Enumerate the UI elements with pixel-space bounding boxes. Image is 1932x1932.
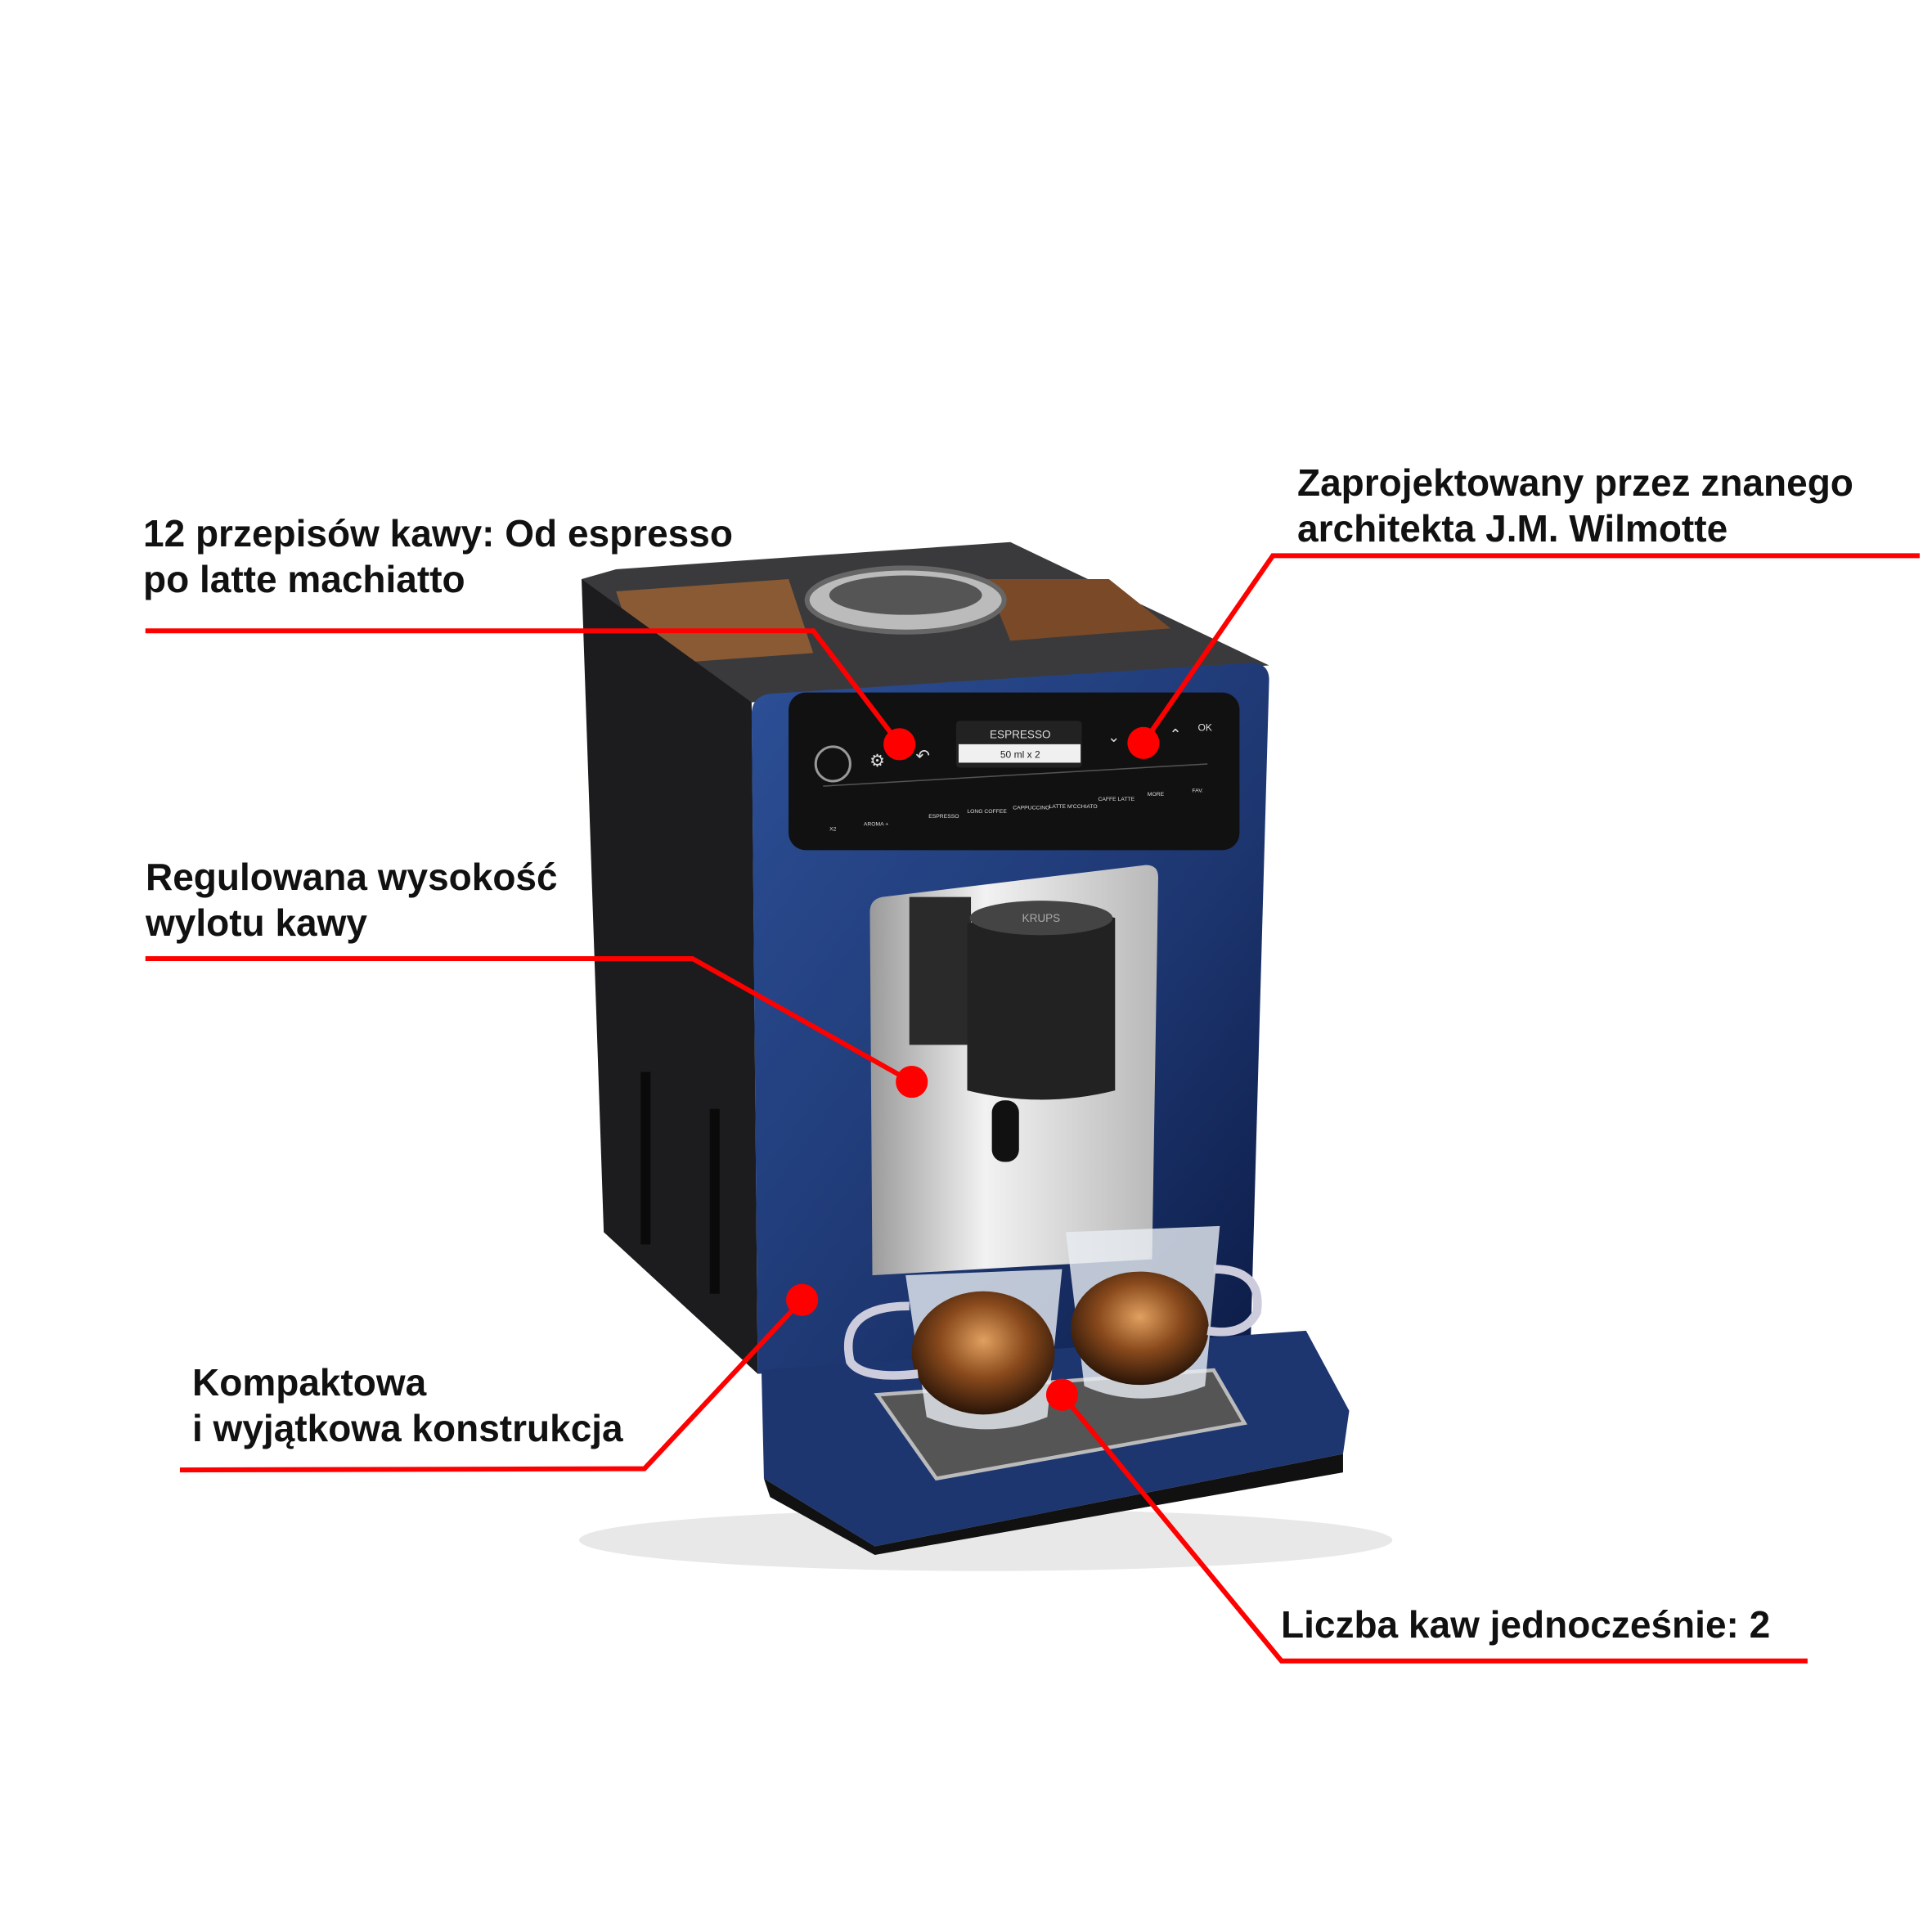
button-latte-macchiato[interactable]: LATTE M'CCHIATO (1049, 804, 1097, 810)
brand-logo: KRUPS (1022, 912, 1061, 924)
callout-recipes: 12 przepisów kawy: Od espresso po latte … (143, 510, 733, 602)
control-panel (789, 692, 1240, 851)
side-groove (709, 1108, 720, 1294)
callout-spout-height: Regulowana wysokość wylotu kawy (146, 854, 558, 946)
callout-dot-designer (1127, 726, 1160, 759)
chevron-up-icon[interactable]: ⌃ (1170, 726, 1182, 743)
callout-text: i wyjątkowa konstrukcja (192, 1407, 623, 1449)
shadow (578, 1509, 1393, 1571)
callout-two-cups: Liczba kaw jednocześnie: 2 (1281, 1602, 1770, 1647)
coffee-spout (967, 906, 1116, 1100)
callout-line-spout-height (145, 955, 914, 1085)
button-cappuccino[interactable]: CAPPUCCINO (1013, 806, 1049, 811)
callout-text: 12 przepisów kawy: Od espresso (143, 512, 733, 555)
bean-hopper-right (986, 578, 1171, 641)
grinder-dial-center (829, 575, 982, 615)
callout-designer: Zaprojektowany przez znanego architekta … (1297, 460, 1853, 551)
callout-text: po latte machiatto (143, 558, 465, 600)
callout-line-designer (1141, 553, 1920, 745)
button-more[interactable]: MORE (1148, 792, 1165, 798)
button-caffe-latte[interactable]: CAFFE LATTE (1098, 797, 1134, 802)
callout-line-two-cups (1060, 1393, 1808, 1664)
callout-line-recipes (145, 628, 902, 746)
button-fav[interactable]: FAV. (1192, 789, 1203, 794)
callout-text: Regulowana wysokość (146, 856, 558, 898)
back-arrow-icon[interactable]: ↶ (915, 747, 930, 766)
callout-dot-two-cups (1045, 1378, 1079, 1411)
spout-mount (909, 896, 972, 1045)
ok-button[interactable]: OK (1198, 721, 1212, 733)
power-icon[interactable] (814, 745, 851, 783)
button-aroma[interactable]: AROMA + (864, 821, 888, 827)
callout-line-compact (179, 1298, 804, 1473)
spout-top (969, 901, 1113, 936)
display-value-box (958, 744, 1081, 763)
gear-icon[interactable]: ⚙ (869, 752, 885, 771)
coffee-cup-left (843, 1269, 1063, 1430)
display-title: ESPRESSO (990, 728, 1051, 740)
coffee-cup-right (1066, 1225, 1262, 1399)
button-long-coffee[interactable]: LONG COFFEE (967, 809, 1007, 815)
callout-text: wylotu kawy (146, 901, 367, 944)
spout-nozzle (991, 1100, 1019, 1162)
display-value: 50 ml x 2 (1000, 748, 1040, 760)
callout-compact: Kompaktowa i wyjątkowa konstrukcja (192, 1359, 623, 1451)
callout-text: Zaprojektowany przez znanego (1297, 461, 1853, 504)
panel-divider (823, 763, 1208, 787)
button-x2[interactable]: X2 (829, 826, 837, 832)
chevron-down-icon[interactable]: ⌄ (1108, 729, 1120, 745)
callout-text: architekta J.M. Wilmotte (1297, 507, 1728, 550)
machine-side (582, 578, 758, 1374)
callout-text: Liczba kaw jednocześnie: 2 (1281, 1603, 1771, 1646)
callout-dot-recipes (883, 728, 916, 761)
callout-dot-spout-height (896, 1066, 928, 1099)
callout-text: Kompaktowa (192, 1361, 427, 1404)
side-groove (640, 1072, 651, 1245)
callout-dot-compact (786, 1283, 819, 1316)
button-espresso[interactable]: ESPRESSO (928, 814, 959, 820)
